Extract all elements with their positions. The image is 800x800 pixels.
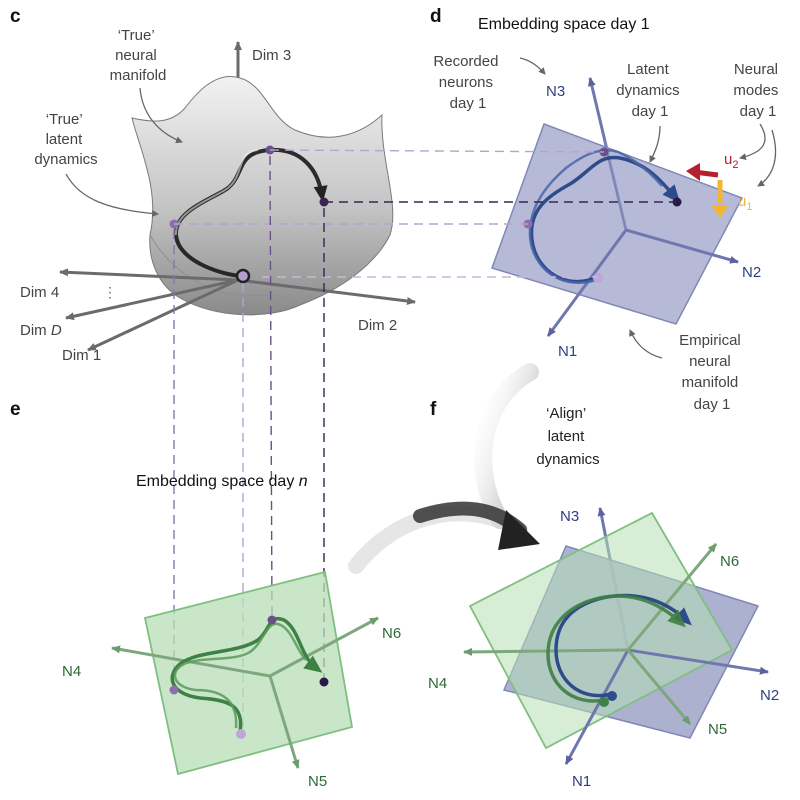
dim3-label: Dim 3 [252,47,291,64]
true-neural-manifold-surface [131,75,394,316]
n6-axis-f [626,543,718,651]
n5-label-f: N5 [708,721,727,738]
recorded-neurons-label: Recorded neurons day 1 [433,53,502,112]
panel-label-c: c [10,6,21,27]
panel-d: d Embedding space day 1 u2 u1 N3 N2 N1 R… [430,6,782,413]
n6-label-e: N6 [382,625,401,642]
aligned-start-blue [607,691,617,701]
true-manifold-label: ‘True’ neural manifold [110,27,167,84]
neural-modes-label: Neural modes day 1 [733,61,782,120]
n2-axis-f [627,648,769,675]
n1-label-f: N1 [572,773,591,790]
empirical-manifold-pointer [629,329,663,359]
embedding-day1-title: Embedding space day 1 [478,16,650,33]
latent-dynamics-pointer [649,125,661,163]
neural-modes-pointer-u2 [739,123,766,161]
n3-label-d: N3 [546,83,565,100]
axis-ellipsis: ⋮ [103,284,117,300]
align-arrow-vertical [474,363,539,529]
dim1-axis [87,278,239,352]
true-latent-label: ‘True’ latent dynamics [34,111,97,168]
panel-label-d: d [430,6,442,27]
dayn-point-top [267,615,277,625]
n4-label-f: N4 [428,675,447,692]
n6-axis [269,616,379,678]
n5-axis-f [626,649,692,725]
latent-dynamics-day1-label: Latent dynamics day 1 [616,61,684,120]
recorded-neurons-pointer [519,57,546,75]
panel-label-e: e [10,399,21,420]
aligned-start-green [599,697,609,707]
u2-label: u2 [724,151,738,171]
n1-label-d: N1 [558,343,577,360]
empirical-manifold-label: Empirical neural manifold day 1 [679,332,745,413]
n2-label-d: N2 [742,264,761,281]
latent-dynamics-dayn-curve-b [173,622,307,729]
dayn-point-start [236,729,246,739]
latent-dynamics-dayn-curve-a [170,616,323,733]
proj-line-top-h [269,149,605,153]
panel-e: e Embedding space day n N4 N6 N5 [10,399,401,790]
aligned-green-plane [468,511,734,750]
embedding-dayn-prefix: Embedding space day [136,473,299,490]
manifold-fold [149,234,301,306]
dayn-point-left [169,685,179,695]
panel-f: f ‘Align’ latent dynamics N3 N2 N1 N4 N6… [428,399,779,790]
n2-label-f: N2 [760,687,779,704]
neural-modes-pointer-u1 [757,129,777,187]
n3-label-f: N3 [560,508,579,525]
u1-label: u1 [738,193,752,213]
u1-arrowhead [711,205,729,218]
dimD-prefix: Dim [20,322,51,339]
n4-axis-f [463,647,629,656]
n5-label-e: N5 [308,773,327,790]
dim4-label: Dim 4 [20,284,59,301]
n5-axis [268,675,300,769]
n2-axis [625,228,739,264]
panel-label-f: f [430,399,437,420]
panel-c: c ⋮ Dim 3 Dim 2 Dim 1 Dim 4 Dim D ‘True’… [10,6,416,364]
embedded-point-start [593,273,603,283]
dim2-label: Dim 2 [358,317,397,334]
n1-axis-f [564,649,630,765]
aligned-blue-curve [554,593,692,698]
dayn-point-right [319,677,329,687]
aligned-green-curve [546,594,686,703]
dimD-axis [65,278,239,321]
manifold-point-start [235,268,251,284]
align-arrows [348,363,540,574]
dim1-label: Dim 1 [62,347,101,364]
n3-axis-inplane [603,139,627,231]
n6-label-f: N6 [720,553,739,570]
dimD-var: D [51,322,62,339]
dim2-axis [237,278,416,305]
latent-pointer-arrow [65,173,159,217]
align-arrowhead [498,510,540,550]
dimD-label: Dim D [20,322,62,339]
curve-highlight [174,149,259,236]
proj-line-top-v [269,155,273,619]
manifold-pointer-arrow [139,87,183,144]
embedding-dayn-title: Embedding space day n [136,473,308,490]
latent-dynamics-day1-curve-b [528,149,663,284]
embedding-dayn-var: n [299,473,308,490]
u2-arrowhead [686,163,700,181]
align-label: ‘Align’ latent dynamics [536,405,599,468]
dim4-axis [59,268,239,282]
n4-label-e: N4 [62,663,81,680]
